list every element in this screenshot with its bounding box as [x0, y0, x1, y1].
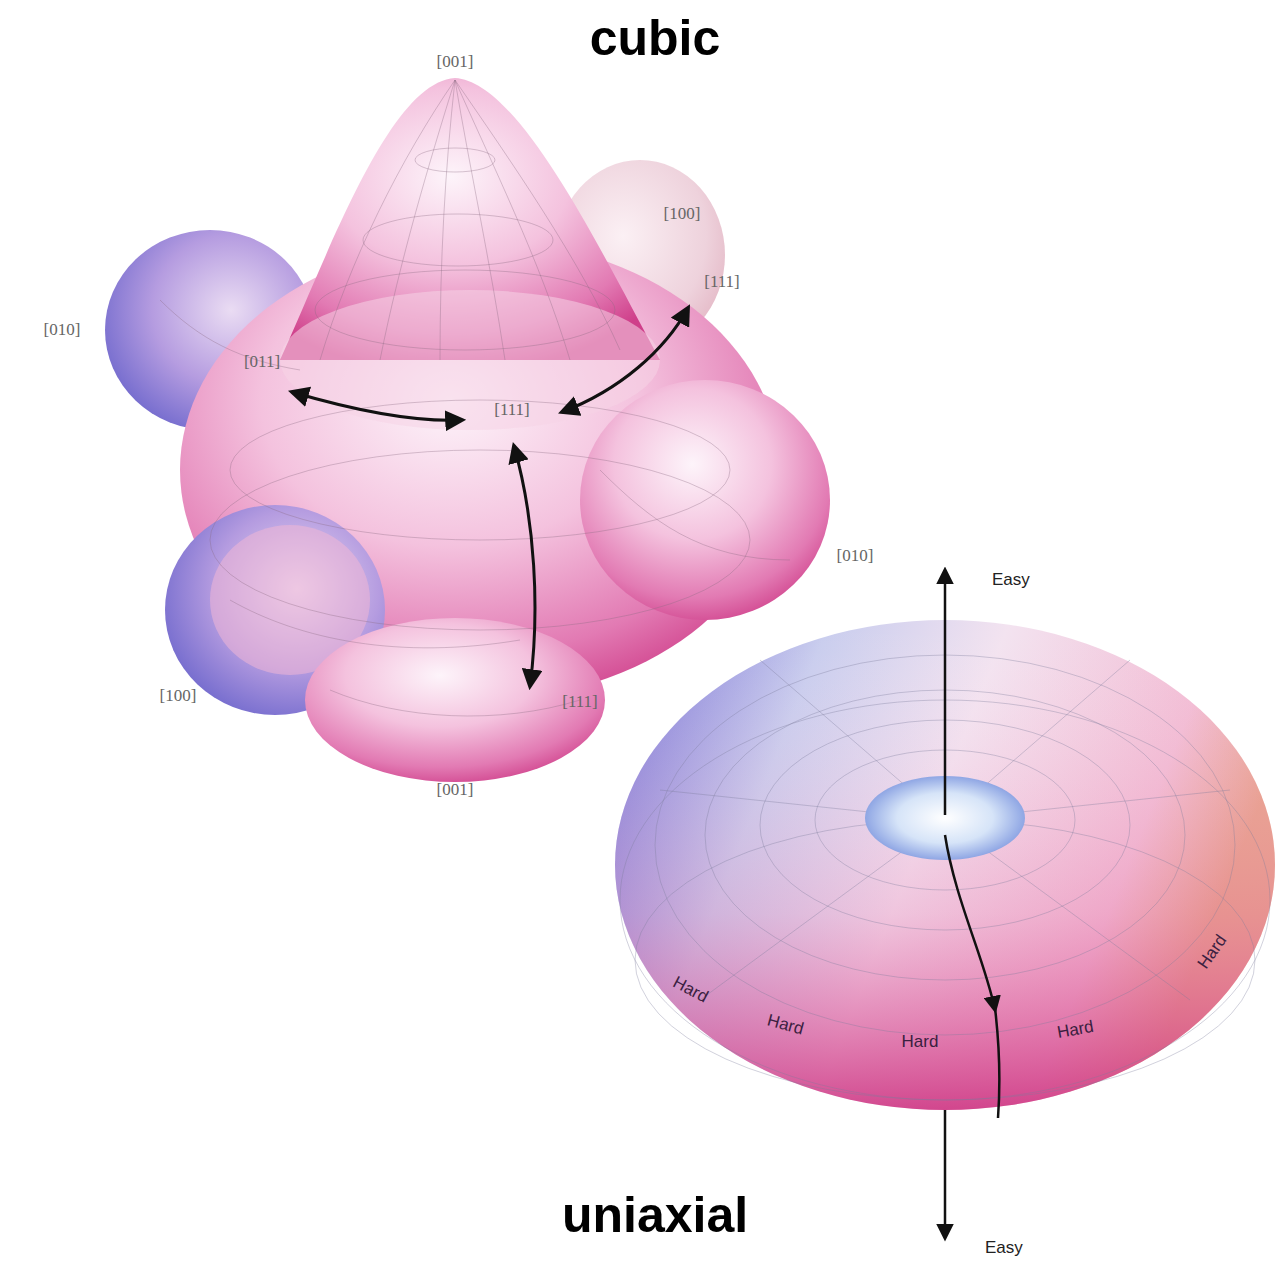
direction-label: [100] [664, 204, 701, 224]
direction-label: [100] [160, 686, 197, 706]
heading-label: cubic [590, 9, 721, 67]
direction-label: [111] [562, 692, 598, 712]
axis-label: Hard [1055, 1017, 1095, 1043]
direction-label: [001] [437, 52, 474, 72]
easy-axis [944, 570, 947, 815]
label-box: Hard [669, 973, 711, 1008]
label-box: [010] [44, 320, 81, 340]
axis-label: Hard [669, 973, 711, 1008]
heading-label: uniaxial [562, 1186, 748, 1244]
rotation-arrow [945, 835, 995, 1010]
label-box: Hard [1055, 1017, 1095, 1043]
label-box: [100] [160, 686, 197, 706]
label-box: Easy [992, 570, 1030, 590]
label-box: uniaxial [562, 1186, 748, 1244]
direction-label: [010] [837, 546, 874, 566]
label-box: [111] [704, 272, 740, 292]
label-box: cubic [590, 9, 721, 67]
rotation-arrow [292, 392, 462, 420]
direction-label: [111] [704, 272, 740, 292]
label-box: [111] [494, 400, 530, 420]
label-box: Hard [765, 1011, 806, 1040]
axis-label: Easy [985, 1238, 1023, 1258]
direction-label: [111] [494, 400, 530, 420]
label-box: Easy [985, 1238, 1023, 1258]
direction-label: [001] [437, 780, 474, 800]
label-box: [100] [664, 204, 701, 224]
label-box: [011] [244, 352, 280, 372]
label-box: Hard [902, 1032, 939, 1052]
label-box: [010] [837, 546, 874, 566]
label-box: [001] [437, 780, 474, 800]
axis-label: Hard [1193, 931, 1231, 973]
rotation-arrow [514, 446, 535, 686]
axis-label: Hard [902, 1032, 939, 1052]
label-box: [111] [562, 692, 598, 712]
label-box: [001] [437, 52, 474, 72]
direction-label: [011] [244, 352, 280, 372]
axis-label: Easy [992, 570, 1030, 590]
label-box: Hard [1193, 931, 1231, 973]
rotation-arrow [562, 308, 688, 412]
grid-lines [160, 80, 790, 716]
direction-label: [010] [44, 320, 81, 340]
axis-label: Hard [765, 1011, 806, 1040]
rotation-line [995, 1008, 999, 1118]
lobe [305, 618, 605, 782]
